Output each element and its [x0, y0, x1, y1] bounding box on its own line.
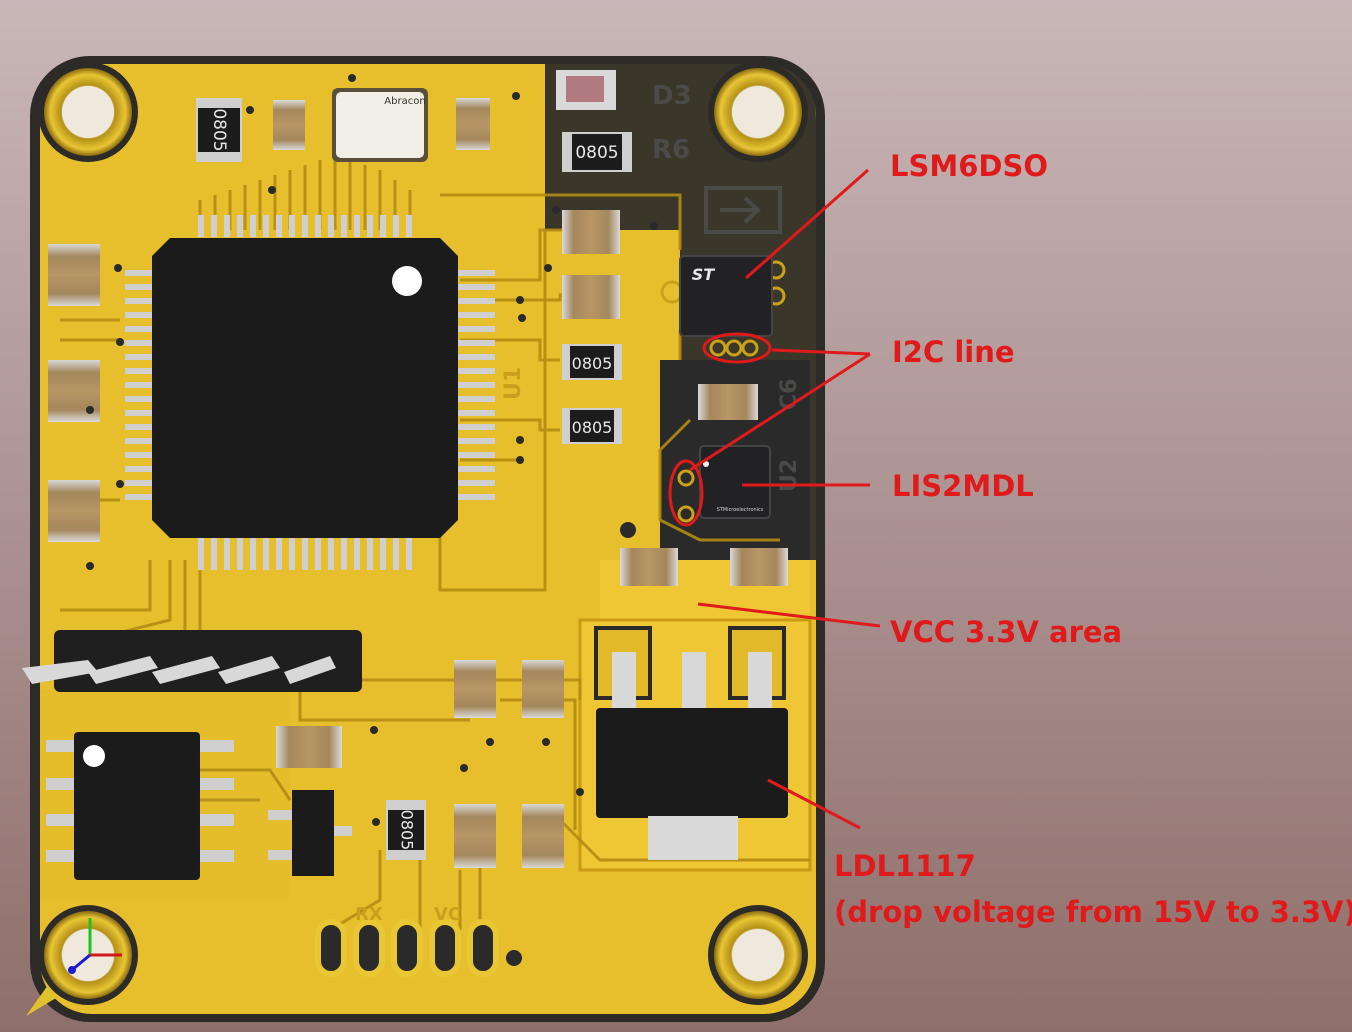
silk-u2: U2: [777, 459, 802, 492]
mounting-hole-top-right: [708, 62, 808, 162]
annotation-lsm6dso: LSM6DSO: [890, 149, 1048, 183]
capacitor-right-2: [562, 275, 620, 319]
vias: [86, 74, 790, 826]
mounting-hole-bottom-right: [708, 905, 808, 1005]
silk-u1: U1: [501, 367, 526, 400]
capacitor-top-2: [456, 98, 490, 150]
capacitor-mid-1: [454, 660, 496, 718]
capacitor-bottom-1: [454, 804, 496, 868]
capacitor-c6: [698, 384, 758, 420]
mounting-hole-top-left: [38, 62, 138, 162]
annotation-vcc-area: VCC 3.3V area: [890, 615, 1122, 649]
capacitor-left-3: [48, 480, 100, 542]
connector-pads: [315, 919, 522, 977]
capacitor-mid-3: [276, 726, 342, 768]
resistor-r6: 0805: [562, 132, 632, 172]
capacitor-bottom-2: [522, 804, 564, 868]
capacitor-left-1: [48, 244, 100, 306]
resistor-right-1: 0805: [562, 344, 622, 380]
resistor-r6-marking: 0805: [575, 143, 618, 163]
silk-rx: RX: [355, 904, 383, 925]
capacitor-vcc-2: [730, 548, 788, 586]
resistor-right-2: 0805: [562, 408, 622, 444]
capacitor-vcc-1: [620, 548, 678, 586]
annotation-ldl1117-note: (drop voltage from 15V to 3.3V): [834, 895, 1352, 929]
resistor-right-2-marking: 0805: [572, 418, 613, 437]
mcu-u1: [125, 215, 495, 570]
soic-chip: [46, 732, 234, 880]
capacitor-top-1: [273, 100, 305, 150]
resistor-top-left: 0805: [196, 98, 242, 162]
resistor-top-left-marking: 0805: [209, 108, 229, 151]
chip-lis2mdl: STMicroelectronics: [677, 445, 771, 523]
capacitor-right-1: [562, 210, 620, 254]
annotation-i2c-line: I2C line: [892, 335, 1015, 369]
pin-header: [22, 630, 362, 692]
silk-vc: VC: [434, 904, 461, 925]
silk-d3: D3: [652, 81, 692, 111]
silk-r6: R6: [652, 135, 690, 165]
resistor-bottom-marking: 0805: [398, 810, 417, 851]
crystal-abracon: Abracon: [332, 88, 428, 162]
annotation-lines: [668, 168, 881, 830]
axis-triad-icon: [26, 918, 122, 1016]
capacitor-mid-2: [522, 660, 564, 718]
arrow-box-icon: [704, 186, 782, 234]
resistor-right-1-marking: 0805: [572, 354, 613, 373]
annotation-lis2mdl: LIS2MDL: [892, 469, 1034, 503]
sot-transistor: [268, 790, 352, 876]
chip-lsm6dso: ST: [660, 255, 786, 337]
i2c-vias: [709, 339, 759, 357]
led-d3: [556, 70, 616, 110]
annotation-ldl1117: LDL1117: [834, 849, 976, 883]
crystal-marking: Abracon: [384, 96, 425, 107]
resistor-bottom: 0805: [386, 800, 426, 860]
regulator-ldl1117: [594, 626, 788, 860]
lis2mdl-marking: STMicroelectronics: [717, 507, 764, 513]
lsm6dso-st-logo: ST: [692, 265, 716, 284]
